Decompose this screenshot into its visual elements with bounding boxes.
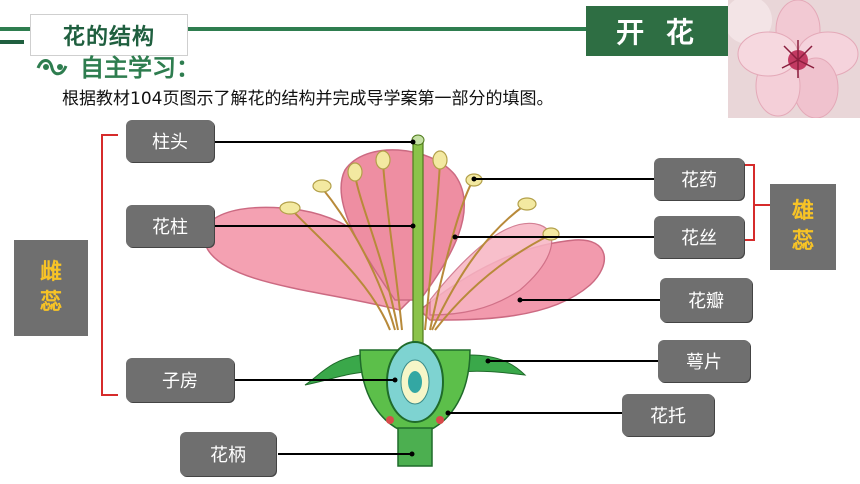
sepal-left bbox=[304, 354, 371, 386]
label-stamen-char-2: 蕊 bbox=[791, 229, 814, 254]
style-shape bbox=[412, 139, 424, 356]
section-tab: 开 花 bbox=[586, 6, 730, 56]
label-petal: 花瓣 bbox=[660, 278, 752, 322]
label-style: 花柱 bbox=[126, 205, 214, 247]
label-receptacle: 花托 bbox=[622, 394, 714, 436]
instruction-text: 根据教材104页图示了解花的结构并完成导学案第一部分的填图。 bbox=[62, 89, 554, 109]
petal-right-2 bbox=[429, 222, 553, 316]
pistil-bracket bbox=[101, 134, 118, 396]
label-stamen-char-1: 雄 bbox=[791, 199, 814, 224]
pedicel-shape bbox=[397, 427, 433, 467]
label-pedicel: 花柄 bbox=[180, 432, 276, 476]
label-filament: 花丝 bbox=[654, 216, 744, 258]
label-sepal: 萼片 bbox=[658, 340, 750, 382]
label-stigma: 柱头 bbox=[126, 120, 214, 162]
label-pistil-char-2: 蕊 bbox=[39, 290, 62, 315]
page-title: 花的结构 bbox=[30, 14, 188, 56]
sepal-right bbox=[459, 354, 527, 376]
label-pistil: 雌 蕊 bbox=[14, 240, 88, 336]
blossom-image bbox=[728, 0, 860, 118]
label-ovary: 子房 bbox=[126, 358, 234, 402]
header-rule bbox=[0, 27, 640, 31]
label-pistil-char-1: 雌 bbox=[39, 260, 62, 285]
leaf-bullet-icon bbox=[36, 56, 70, 78]
filaments bbox=[291, 161, 551, 331]
stamen-bracket bbox=[745, 164, 755, 241]
leader-lines bbox=[215, 141, 660, 455]
section-subtitle: 自主学习： bbox=[80, 54, 200, 82]
header-rule-accent bbox=[0, 40, 24, 44]
label-stamen: 雄 蕊 bbox=[770, 184, 836, 270]
label-anther: 花药 bbox=[654, 158, 744, 200]
